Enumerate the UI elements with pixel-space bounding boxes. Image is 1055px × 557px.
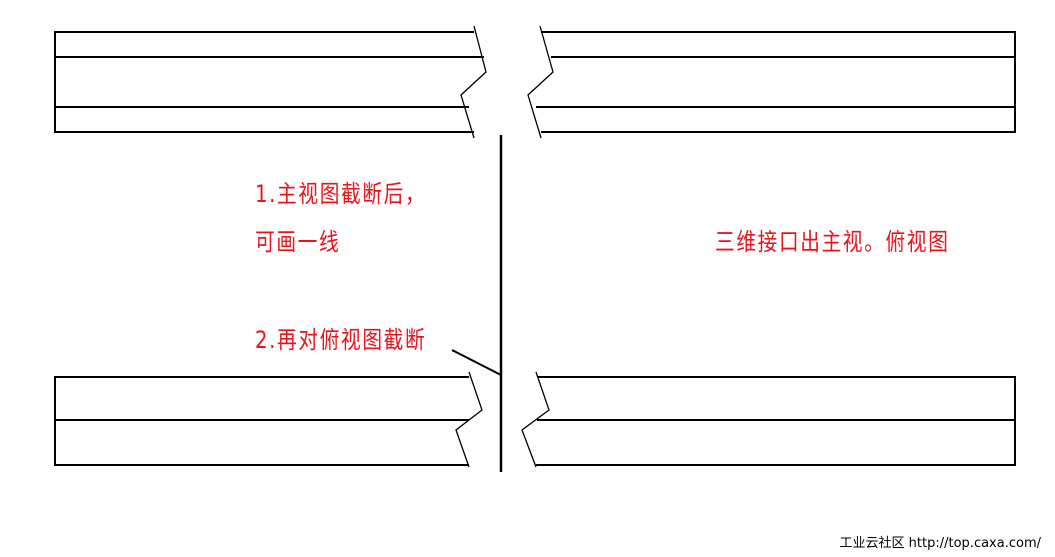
annotation-step1-line2: 可画一线 <box>255 228 341 256</box>
watermark: 工业云社区 http://top.caxa.com/ <box>839 536 1041 551</box>
annotation-3d-interface: 三维接口出主视。俯视图 <box>715 228 950 256</box>
break-line-front-left <box>460 25 487 139</box>
break-line-top-right <box>521 371 550 468</box>
front-view-right <box>536 31 1016 133</box>
annotation-step1-line1: 1.主视图截断后， <box>255 180 427 208</box>
annotation-step2: 2.再对俯视图截断 <box>255 326 427 354</box>
leader-line <box>451 349 502 376</box>
front-view-left <box>54 31 484 133</box>
top-view-left <box>54 376 469 466</box>
break-line-front-right <box>527 25 554 139</box>
break-line-top-left <box>455 371 483 468</box>
top-view-right <box>536 376 1016 466</box>
